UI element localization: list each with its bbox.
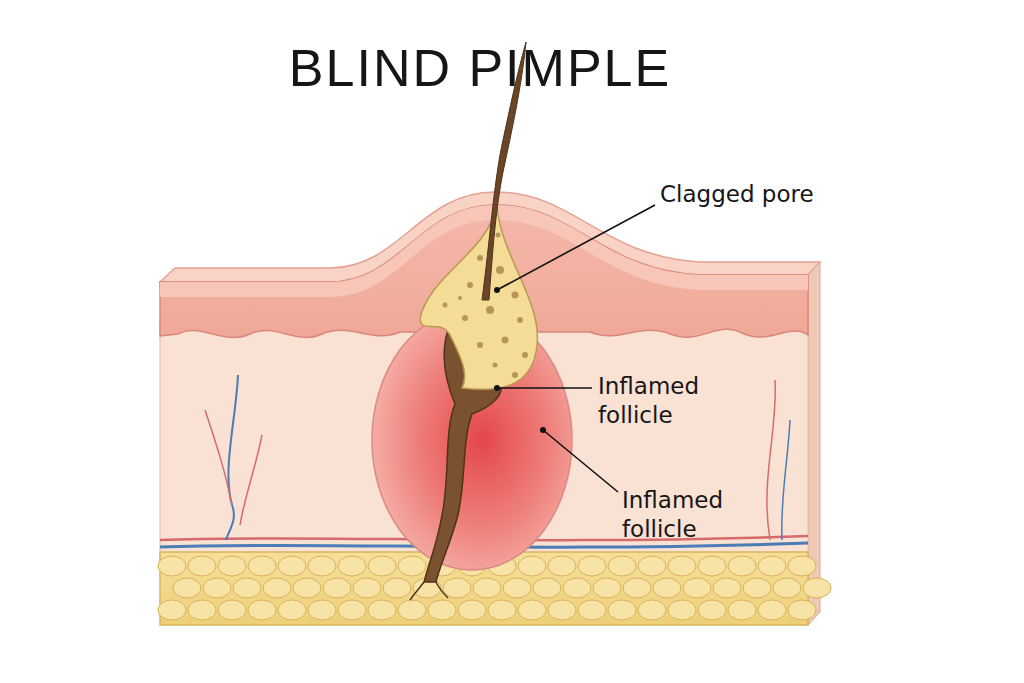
- fat-cell: [578, 600, 606, 620]
- sebum-dot: [467, 282, 473, 288]
- fat-cell: [728, 600, 756, 620]
- fat-cell: [218, 556, 246, 576]
- fat-cell: [158, 556, 186, 576]
- fat-cell: [473, 578, 501, 598]
- fat-cell: [248, 600, 276, 620]
- sebum-dot: [443, 303, 448, 308]
- fat-cell: [563, 578, 591, 598]
- fat-cell: [293, 578, 321, 598]
- fat-cell: [668, 556, 696, 576]
- fat-cell: [713, 578, 741, 598]
- fat-cell: [278, 556, 306, 576]
- fat-cell: [458, 600, 486, 620]
- fat-cell: [233, 578, 261, 598]
- fat-cell: [683, 578, 711, 598]
- sebum-dot: [522, 352, 528, 358]
- fat-cell: [353, 578, 381, 598]
- sebum-dot: [517, 317, 523, 323]
- sebum-dot: [477, 255, 483, 261]
- fat-cell: [788, 600, 816, 620]
- fat-cell: [653, 578, 681, 598]
- sebum-dot: [512, 372, 518, 378]
- capillary: [767, 380, 775, 540]
- sebum-dot: [477, 342, 483, 348]
- sebum-dot: [462, 315, 468, 321]
- fat-cell: [548, 600, 576, 620]
- fat-cell: [173, 578, 201, 598]
- sebum-dot: [502, 337, 509, 344]
- fat-cell: [503, 578, 531, 598]
- fat-cell: [203, 578, 231, 598]
- fat-cell: [533, 578, 561, 598]
- sebum-dots: [443, 233, 529, 379]
- fat-cell: [803, 578, 831, 598]
- fat-cell: [443, 578, 471, 598]
- fat-cell: [338, 600, 366, 620]
- fat-cell: [383, 578, 411, 598]
- fat-cell: [488, 600, 516, 620]
- leader-dot: [494, 287, 500, 293]
- fat-cell: [368, 556, 396, 576]
- fat-cell: [608, 600, 636, 620]
- fat-cell: [608, 556, 636, 576]
- capillary: [205, 410, 232, 505]
- fat-cell: [548, 556, 576, 576]
- leader-dot: [540, 427, 546, 433]
- fat-cell: [638, 556, 666, 576]
- fat-cell: [158, 600, 186, 620]
- fat-cell: [788, 556, 816, 576]
- fat-cell: [338, 556, 366, 576]
- fat-cell: [638, 600, 666, 620]
- fat-cell: [323, 578, 351, 598]
- fat-cell: [743, 578, 771, 598]
- leader-line: [497, 205, 655, 290]
- part-label: Inflamed follicle: [598, 372, 718, 430]
- fat-cell: [773, 578, 801, 598]
- part-label: Inflamed follicle: [622, 486, 742, 544]
- diagram-title: BLIND PIMPLE: [180, 38, 780, 98]
- fat-cell: [218, 600, 246, 620]
- sebum-dot: [496, 266, 504, 274]
- fat-cell: [623, 578, 651, 598]
- fat-cell: [188, 556, 216, 576]
- leader-line: [543, 430, 618, 492]
- fat-cell: [698, 556, 726, 576]
- sebum-dot: [496, 233, 501, 238]
- fat-cell: [728, 556, 756, 576]
- fat-cell: [278, 600, 306, 620]
- fat-cell: [263, 578, 291, 598]
- fat-cell: [308, 556, 336, 576]
- leader-dot: [494, 385, 500, 391]
- fat-cell: [758, 556, 786, 576]
- part-label: Clagged pore: [660, 180, 880, 209]
- root-tips: [410, 582, 448, 600]
- fat-cell: [188, 600, 216, 620]
- fat-cell: [518, 600, 546, 620]
- fat-cell: [758, 600, 786, 620]
- fat-cell: [593, 578, 621, 598]
- capillary: [240, 435, 262, 525]
- fat-cell: [308, 600, 336, 620]
- sebum-dot: [512, 292, 519, 299]
- fat-cell: [578, 556, 606, 576]
- fat-cell: [518, 556, 546, 576]
- fat-cell: [668, 600, 696, 620]
- fat-cell: [428, 600, 456, 620]
- capillary: [782, 420, 790, 540]
- fat-cell: [698, 600, 726, 620]
- sebum-dot: [493, 363, 498, 368]
- sebum-dot: [486, 306, 494, 314]
- sebum-dot: [458, 296, 462, 300]
- fat-cell: [398, 556, 426, 576]
- fat-cell: [368, 600, 396, 620]
- leader-line: [497, 387, 592, 389]
- fat-cell: [248, 556, 276, 576]
- capillary: [226, 375, 238, 540]
- clogged-pore: [420, 205, 537, 389]
- fat-cell: [398, 600, 426, 620]
